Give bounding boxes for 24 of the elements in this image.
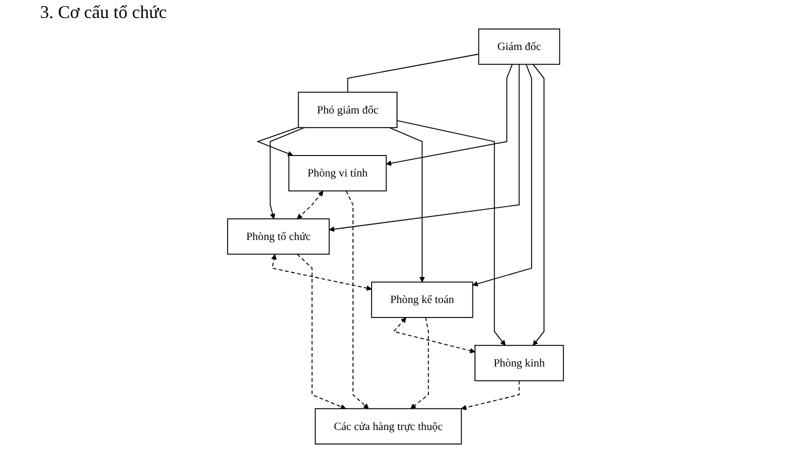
node-box: Phòng kế toán: [371, 282, 474, 318]
diagram-title: 3. Cơ cấu tổ chức: [40, 2, 168, 24]
arrow: [270, 127, 305, 220]
arrow: [532, 64, 544, 346]
connector: [347, 54, 480, 93]
arrow: [461, 380, 520, 410]
arrow: [386, 64, 513, 166]
arrow: [472, 64, 532, 286]
arrow: [296, 254, 346, 410]
node-box: Phòng kinh: [474, 344, 564, 382]
arrow: [256, 126, 299, 156]
node-box: Các cửa hàng trực thuộc: [314, 408, 462, 444]
arrow: [388, 127, 425, 282]
arrow: [346, 190, 369, 409]
arrow: [296, 190, 324, 220]
arrow: [392, 317, 476, 354]
node-box: Phó giám đốc: [298, 92, 398, 128]
node-box: Giám đốc: [478, 28, 560, 65]
node-box: Phòng vi tính: [288, 155, 387, 192]
node-box: Phòng tổ chức: [227, 218, 330, 255]
arrow: [396, 120, 506, 346]
arrow: [410, 317, 429, 409]
arrow: [328, 64, 520, 232]
arrow: [271, 254, 372, 291]
